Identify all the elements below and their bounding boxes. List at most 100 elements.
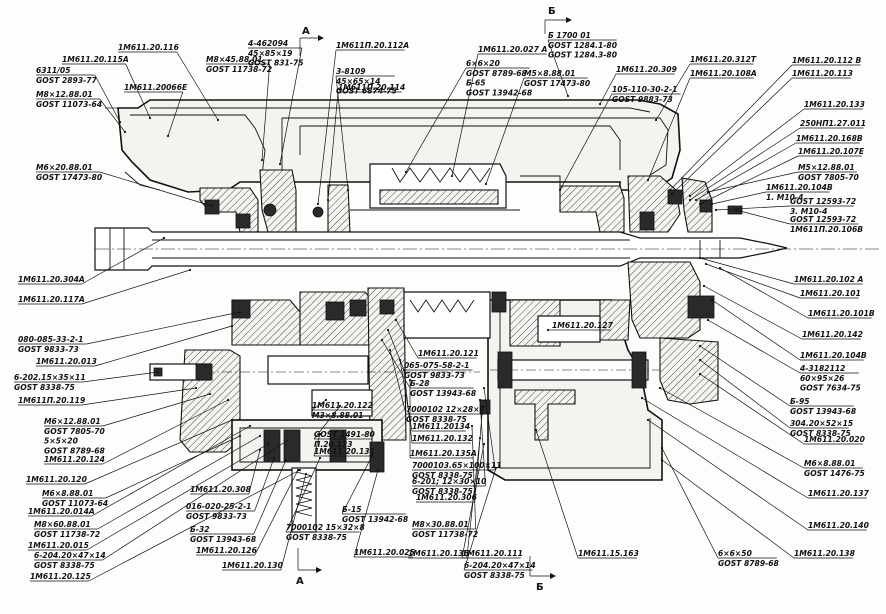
- callout-l1: 1M611.20.116: [118, 43, 220, 122]
- callout-text: Б 1700 01: [548, 31, 591, 40]
- leader-dot: [388, 348, 392, 352]
- callout-text: 6-204.20×47×14: [34, 551, 106, 560]
- callout-l44: 1M611.20.125: [30, 468, 302, 582]
- callout-text: M6×12.88.01: [44, 417, 101, 426]
- callout-l5: 1M611.20066E: [124, 83, 188, 138]
- callout-text: 1M611.20.304A: [18, 275, 85, 284]
- leader-line: [84, 419, 233, 485]
- leader-dot: [258, 448, 262, 452]
- leader-dot: [698, 256, 702, 260]
- leader-dot: [646, 418, 650, 422]
- callout-l40: 1M611.20.014A: [28, 424, 252, 517]
- leader-line: [699, 359, 791, 429]
- leader-dot: [118, 120, 122, 124]
- callout-text: GOST 11738-72: [206, 65, 272, 74]
- leader-line: [99, 98, 126, 133]
- callout-text: GOST 831-75: [248, 59, 304, 68]
- leader-dot: [296, 468, 300, 472]
- leader-dot: [286, 438, 290, 442]
- callout-text: GOST 11738-72: [34, 530, 100, 539]
- callout-text: 1M611П.20.106B: [790, 225, 863, 234]
- leader-line: [311, 399, 327, 411]
- leader-dot: [226, 398, 230, 402]
- leader-dot: [706, 190, 710, 194]
- leader-line: [707, 319, 801, 374]
- callout-l56: 1M611.20.121: [394, 318, 479, 359]
- leader-dot: [326, 198, 330, 202]
- leader-dot: [376, 468, 380, 472]
- leader-line: [405, 67, 467, 173]
- section-a-bottom: A: [296, 576, 304, 587]
- leader-dot: [324, 398, 328, 402]
- callout-text: GOST 8338-75: [34, 561, 95, 570]
- callout-text: 1M611.20.308: [190, 485, 251, 494]
- callout-text: GOST 8338-75: [464, 571, 525, 580]
- callout-text: 250HП1.27.011: [800, 119, 866, 128]
- callout-text: GOST 7805-70: [798, 173, 860, 182]
- leader-dot: [278, 162, 282, 166]
- leader-line: [81, 387, 197, 406]
- callout-text: M8×60.88.01: [34, 520, 91, 529]
- callout-text: GOST 1476-75: [804, 469, 865, 478]
- callout-text: 080-085-33-2-1: [18, 335, 83, 344]
- callout-l11: 1M611.20.027 A: [450, 45, 548, 178]
- callout-text: GOST 11073-64: [36, 100, 102, 109]
- leader-line: [253, 459, 287, 535]
- leader-dot: [304, 472, 308, 476]
- leader-line: [735, 209, 791, 225]
- callout-text: 1M611.20.112 B: [792, 56, 862, 65]
- callout-l83: 1M611.20.140: [646, 418, 870, 531]
- callout-l35: 1M611П.20.119: [18, 386, 198, 406]
- section-marks: A A Б Б: [296, 6, 572, 593]
- leader-dot: [694, 198, 698, 202]
- leader-dot: [162, 236, 166, 240]
- callout-text: 1M611.20.101: [800, 289, 861, 298]
- callout-l22: 250HП1.27.011: [688, 119, 866, 202]
- leader-line: [125, 63, 151, 119]
- callout-text: GOST 9833-73: [404, 371, 465, 380]
- leader-dot: [188, 268, 192, 272]
- leader-dot: [646, 178, 650, 182]
- callout-text: 1M611.20066E: [124, 83, 188, 92]
- leader-dot: [238, 434, 242, 438]
- leader-line: [88, 469, 301, 582]
- callout-text: 1M611.20.168B: [796, 134, 863, 143]
- leader-dot: [248, 424, 252, 428]
- leader-dot: [688, 194, 692, 198]
- leader-dot: [216, 118, 220, 122]
- leader-line: [341, 455, 373, 515]
- leader-line: [353, 469, 379, 558]
- leader-line: [711, 299, 801, 361]
- leader-dot: [688, 198, 692, 202]
- leader-dot: [166, 134, 170, 138]
- callout-l15: 1M611.20.309: [598, 65, 677, 106]
- callout-text: 1M611П.20.114: [338, 83, 405, 92]
- callout-text: 6-204.20×47×14: [464, 561, 536, 570]
- callout-l80: 1M611.20.020: [698, 372, 866, 445]
- leader-dot: [338, 404, 342, 408]
- callout-text: 1M611.20.027 A: [478, 45, 548, 54]
- section-a-top: A: [302, 26, 310, 37]
- leader-line: [81, 237, 165, 285]
- callout-text: 1M611.20.121: [418, 349, 479, 358]
- leader-dot: [318, 432, 322, 436]
- leader-line: [661, 447, 719, 559]
- callout-l75: 1M611.20.142: [702, 284, 863, 340]
- leader-line: [659, 387, 805, 469]
- leader-line: [86, 443, 269, 551]
- rear-flange: [627, 261, 719, 405]
- callout-text: M8×12.88.01: [36, 90, 93, 99]
- callout-text: 1M611.20.113: [792, 69, 853, 78]
- leader-line: [94, 325, 233, 367]
- leader-dot: [404, 170, 408, 174]
- leader-dot: [598, 102, 602, 106]
